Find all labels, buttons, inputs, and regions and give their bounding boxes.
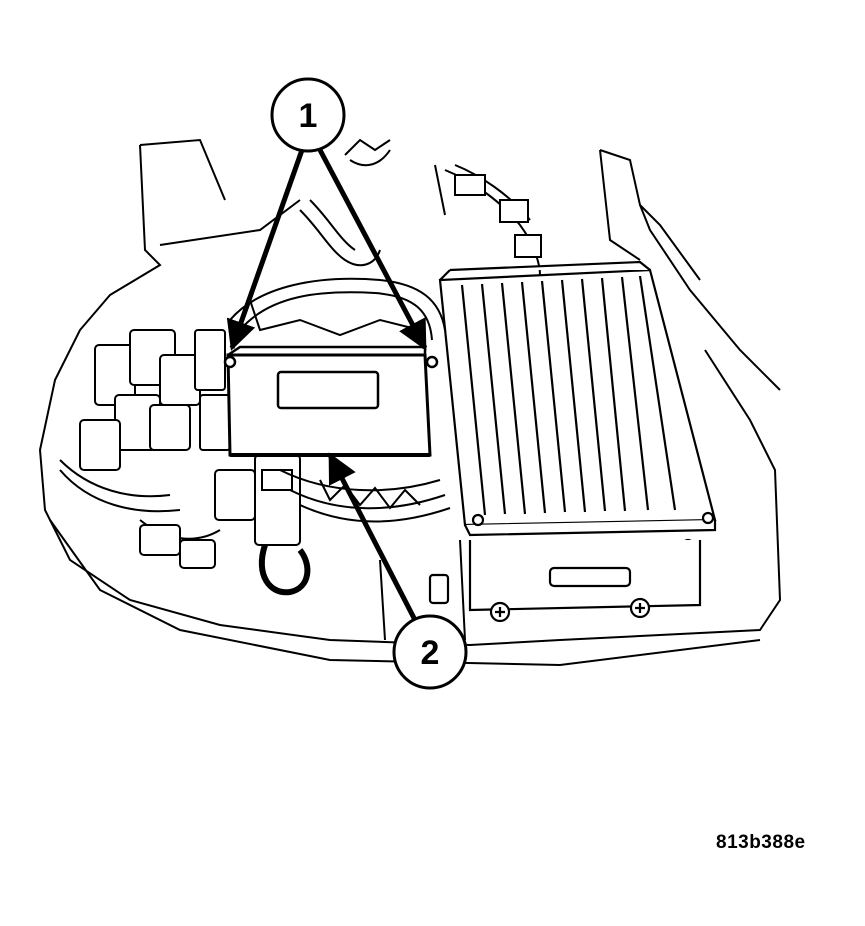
lower-connector xyxy=(254,454,311,596)
module-housing xyxy=(223,345,439,457)
callout-1-leaders xyxy=(226,148,428,351)
callout-2-label: 2 xyxy=(421,634,440,672)
callout-1-label: 1 xyxy=(299,97,318,135)
trim-panel-outline xyxy=(38,138,782,667)
amplifier-unit xyxy=(428,260,717,623)
callout-2: 2 xyxy=(392,614,468,690)
callout-2-leader xyxy=(327,452,418,622)
wiring-harness-rear xyxy=(229,138,542,523)
wiring-harness-left xyxy=(59,329,256,569)
callout-1: 1 xyxy=(270,77,346,153)
figure-code: 813b388e xyxy=(716,832,806,853)
